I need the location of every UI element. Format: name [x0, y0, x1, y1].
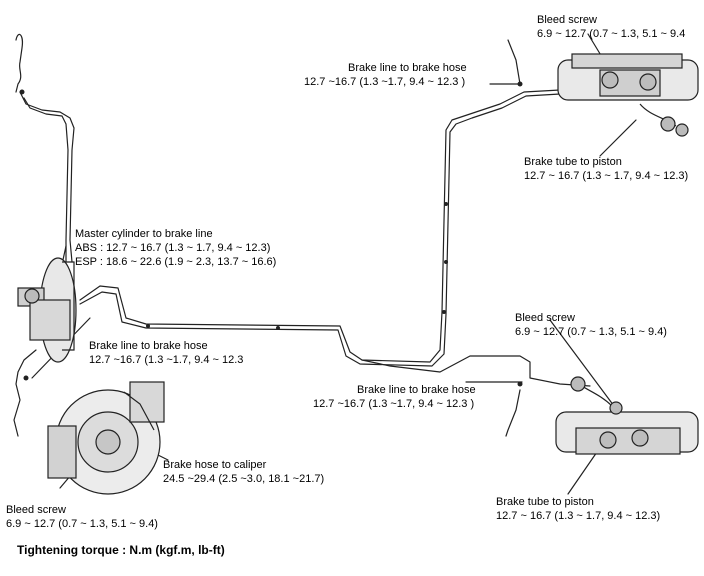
brake-line-hose-left-label: Brake line to brake hose 12.7 ~16.7 (1.3… — [89, 339, 243, 367]
left-lower-hose — [13, 349, 37, 437]
bleed-screw-mid-label: Bleed screw 6.9 ~ 12.7 (0.7 ~ 1.3, 5.1 ~… — [515, 311, 667, 339]
master-cylinder-booster — [17, 257, 77, 363]
top-right-hose — [507, 39, 521, 85]
brake-hose-caliper-label: Brake hose to caliper 24.5 ~29.4 (2.5 ~3… — [163, 458, 324, 486]
middle-hose — [505, 389, 521, 437]
top-right-caliper — [557, 53, 699, 137]
brake-tube-piston-top-title: Brake tube to piston — [524, 156, 622, 168]
leader-bleed-mid — [549, 319, 615, 407]
bleed-screw-top-label: Bleed screw 6.9 ~ 12.7 (0.7 ~ 1.3, 5.1 ~… — [537, 13, 685, 41]
brake-tube-piston-top-value: 12.7 ~ 16.7 (1.3 ~ 1.7, 9.4 ~ 12.3) — [524, 170, 689, 182]
bottom-right-caliper — [555, 376, 699, 455]
front-wheel-assembly — [47, 381, 165, 495]
master-cylinder-esp: ESP : 18.6 ~ 22.6 (1.9 ~ 2.3, 13.7 ~ 16.… — [75, 256, 277, 268]
left-upper-line-2 — [23, 97, 69, 263]
leader-tube-piston-top — [599, 119, 637, 157]
brake-hose-caliper-title: Brake hose to caliper — [163, 459, 267, 471]
tightening-torque-note: Tightening torque : N.m (kgf.m, lb-ft) — [17, 543, 225, 557]
brake-line-hose-top-value: 12.7 ~16.7 (1.3 ~1.7, 9.4 ~ 12.3 ) — [304, 76, 466, 88]
brake-tube-piston-top-label: Brake tube to piston 12.7 ~ 16.7 (1.3 ~ … — [524, 155, 688, 183]
brake-hose-caliper-value: 24.5 ~29.4 (2.5 ~3.0, 18.1 ~21.7) — [163, 473, 325, 485]
brake-line-hose-top-title: Brake line to brake hose — [348, 62, 467, 74]
master-cylinder-abs: ABS : 12.7 ~ 16.7 (1.3 ~ 1.7, 9.4 ~ 12.3… — [75, 242, 271, 254]
brake-line-hose-left-value: 12.7 ~16.7 (1.3 ~1.7, 9.4 ~ 12.3 — [89, 354, 244, 366]
brake-tube-piston-bottom-label: Brake tube to piston 12.7 ~ 16.7 (1.3 ~ … — [496, 495, 660, 523]
main-brake-line-2 — [79, 93, 561, 367]
bleed-screw-bottom-value: 6.9 ~ 12.7 (0.7 ~ 1.3, 5.1 ~ 9.4) — [6, 518, 158, 530]
brake-tube-piston-bottom-title: Brake tube to piston — [496, 496, 594, 508]
bleed-screw-mid-title: Bleed screw — [515, 312, 575, 324]
master-cylinder-label: Master cylinder to brake line ABS : 12.7… — [75, 227, 276, 269]
brake-line-hose-mid-label: Brake line to brake hose 12.7 ~16.7 (1.3… — [313, 383, 476, 411]
left-upper-hose — [15, 33, 23, 93]
bleed-screw-top-value: 6.9 ~ 12.7 (0.7 ~ 1.3, 5.1 ~ 9.4 — [537, 28, 686, 40]
master-cylinder-title: Master cylinder to brake line — [75, 228, 213, 240]
bleed-screw-mid-value: 6.9 ~ 12.7 (0.7 ~ 1.3, 5.1 ~ 9.4) — [515, 326, 667, 338]
bleed-screw-bottom-title: Bleed screw — [6, 504, 66, 516]
bleed-screw-bottom-label: Bleed screw 6.9 ~ 12.7 (0.7 ~ 1.3, 5.1 ~… — [6, 503, 158, 531]
brake-line-hose-mid-title: Brake line to brake hose — [357, 384, 476, 396]
lower-branch-line — [361, 355, 591, 387]
left-upper-line — [19, 91, 75, 263]
brake-line-hose-top-label: Brake line to brake hose 12.7 ~16.7 (1.3… — [304, 61, 467, 89]
bleed-screw-top-title: Bleed screw — [537, 14, 597, 26]
fitting-markers — [19, 81, 523, 387]
brake-tube-piston-bottom-value: 12.7 ~ 16.7 (1.3 ~ 1.7, 9.4 ~ 12.3) — [496, 510, 661, 522]
brake-line-hose-left-title: Brake line to brake hose — [89, 340, 208, 352]
main-brake-line — [79, 89, 561, 363]
brake-line-hose-mid-value: 12.7 ~16.7 (1.3 ~1.7, 9.4 ~ 12.3 ) — [313, 398, 475, 410]
